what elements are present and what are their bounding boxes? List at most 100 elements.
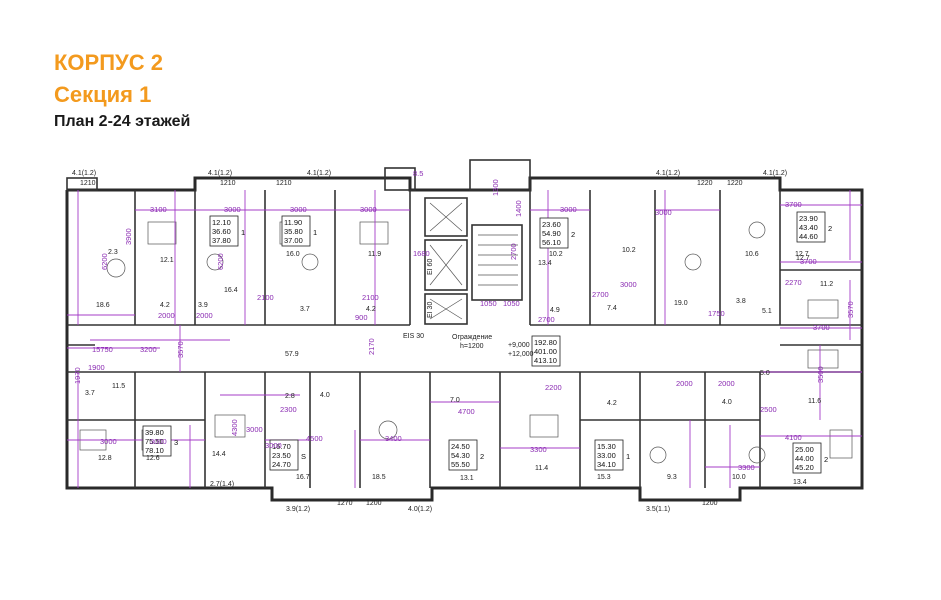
room-area-label: 10.2 bbox=[549, 251, 563, 258]
room-area-label: 11.6 bbox=[808, 398, 821, 405]
balcony-label: 1210 bbox=[276, 180, 292, 187]
dimension-label: 3000 bbox=[150, 437, 167, 446]
apartment-room-count: 1 bbox=[241, 228, 245, 237]
dimension-label: 6200 bbox=[216, 253, 225, 270]
height-mark-2: +12,000 bbox=[508, 351, 534, 358]
apartment-area-value: 39.80 bbox=[145, 428, 164, 437]
total-area: 401.00 bbox=[534, 347, 557, 356]
room-area-label: 3.7 bbox=[85, 390, 95, 397]
dimension-label: 2700 bbox=[509, 243, 518, 260]
dimension-label: 3000 bbox=[246, 425, 263, 434]
apartment-area-value: 12.10 bbox=[212, 218, 231, 227]
dimension-label: 1750 bbox=[708, 309, 725, 318]
height-mark-1: +9,000 bbox=[508, 342, 530, 349]
dimension-label: 4100 bbox=[785, 433, 802, 442]
apartment-room-count: 2 bbox=[571, 230, 575, 239]
dimension-label: 1050 bbox=[503, 299, 520, 308]
balcony-label: 1210 bbox=[220, 180, 236, 187]
dimension-label: 3570 bbox=[176, 341, 185, 358]
apartment-area-value: 44.00 bbox=[795, 454, 814, 463]
dimension-label: 3100 bbox=[150, 205, 167, 214]
dimension-label: 2700 bbox=[538, 315, 555, 324]
apartment-area-value: 25.00 bbox=[795, 445, 814, 454]
room-area-label: 14.4 bbox=[212, 451, 226, 458]
apartment-box-frame bbox=[594, 439, 624, 471]
apartment-room-count: 1 bbox=[626, 452, 630, 461]
room-area-label: 10.0 bbox=[732, 474, 746, 481]
dimension-label: 3400 bbox=[385, 434, 402, 443]
apartment-room-count: S bbox=[301, 452, 306, 461]
balcony-label: 4.1(1.2) bbox=[307, 170, 331, 177]
room-area-label: 5.1 bbox=[762, 308, 772, 315]
room-area-label: 3.9 bbox=[198, 302, 208, 309]
dimension-label: 4300 bbox=[230, 419, 239, 436]
room-area-label: 4.0 bbox=[722, 399, 732, 406]
room-area-label: 4.2 bbox=[607, 400, 617, 407]
dimension-label: 4700 bbox=[458, 407, 475, 416]
apartment-area-value: 75.50 bbox=[145, 437, 164, 446]
apartment-area-value: 23.90 bbox=[799, 214, 818, 223]
dimension-label: 3000 bbox=[290, 205, 307, 214]
balcony-label: 4.1(1.2) bbox=[72, 170, 96, 177]
balcony-label: 1200 bbox=[366, 500, 382, 507]
apartment-area-value: 78.10 bbox=[145, 446, 164, 455]
dimension-label: 1900 bbox=[88, 363, 105, 372]
dimension-label: 1680 bbox=[413, 249, 430, 258]
balcony-label: 1210 bbox=[80, 180, 96, 187]
apartment-area-value: 11.90 bbox=[284, 218, 302, 227]
room-area-label: 4.2 bbox=[160, 302, 170, 309]
building-title: КОРПУС 2 bbox=[54, 50, 163, 75]
dimension-label: 3900 bbox=[124, 228, 133, 245]
room-area-label: 11.5 bbox=[112, 383, 125, 390]
balcony-label: 4.1(1.2) bbox=[763, 170, 787, 177]
dimension-label: 3000 bbox=[620, 280, 637, 289]
fence-label: Ограждение bbox=[452, 334, 492, 341]
room-area-label: 18.6 bbox=[96, 302, 110, 309]
apartment-area-value: 16.70 bbox=[272, 442, 291, 451]
apartment-area-value: 37.80 bbox=[212, 236, 231, 245]
apartment-area-value: 35.80 bbox=[284, 227, 303, 236]
apartment-area-value: 37.00 bbox=[284, 236, 303, 245]
room-area-label: 10.6 bbox=[745, 251, 759, 258]
dimension-label: 3700 bbox=[800, 257, 817, 266]
dimension-label: 3000 bbox=[265, 441, 282, 450]
apartment-area-value: 24.70 bbox=[272, 460, 291, 469]
room-area-label: 18.5 bbox=[372, 474, 386, 481]
room-area-label: 16.0 bbox=[286, 251, 300, 258]
dimension-label: 3000 bbox=[655, 208, 672, 217]
dimension-label: 3570 bbox=[846, 301, 855, 318]
room-area-label: 12.1 bbox=[160, 257, 174, 264]
balcony-label: 1270 bbox=[337, 500, 353, 507]
apartment-room-count: 3 bbox=[174, 438, 178, 447]
dimension-label: 4500 bbox=[306, 434, 323, 443]
room-area-label: 12.7 bbox=[795, 251, 809, 258]
apartment-box-frame bbox=[792, 442, 822, 474]
room-area-label: 2.3 bbox=[108, 249, 118, 256]
room-area-label: 3.7 bbox=[300, 306, 310, 313]
apartment-box-frame bbox=[209, 215, 239, 247]
balcony-label: 1200 bbox=[702, 500, 718, 507]
apartment-area-value: 36.60 bbox=[212, 227, 231, 236]
room-area-label: 13.1 bbox=[460, 475, 474, 482]
door-ei30: EI 30 bbox=[427, 302, 434, 318]
room-area-label: 4.2 bbox=[366, 306, 376, 313]
room-area-label: 10.2 bbox=[622, 247, 636, 254]
dimension-label: 2100 bbox=[257, 293, 274, 302]
balcony-label: 2.7(1.4) bbox=[210, 481, 234, 488]
dimension-label: 2300 bbox=[280, 405, 297, 414]
room-area-label: 7.4 bbox=[607, 305, 617, 312]
apartment-box-frame bbox=[269, 439, 299, 471]
dimension-label: 2270 bbox=[785, 278, 802, 287]
apartment-box-frame bbox=[281, 215, 311, 247]
room-area-label: 16.7 bbox=[296, 474, 310, 481]
room-area-label: 4.0 bbox=[320, 392, 330, 399]
apartment-area-value: 54.30 bbox=[451, 451, 470, 460]
